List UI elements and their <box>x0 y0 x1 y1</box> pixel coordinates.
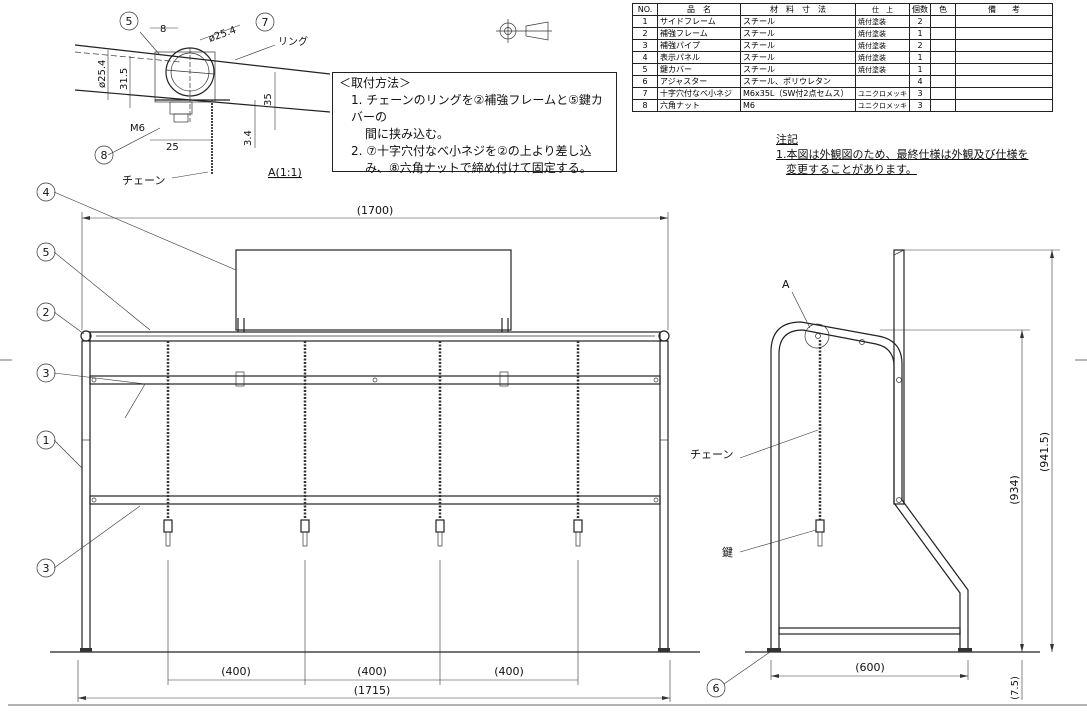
header-no: NO. <box>632 3 658 16</box>
side-chain-label: チェーン <box>690 448 733 461</box>
dim-25-4-vertical: ø25.4 <box>97 60 108 88</box>
table-row: 2 補強フレーム スチール 焼付塗装 1 <box>632 27 1053 40</box>
mounting-step-1: 1. チェーンのリングを②補強フレームと⑤鍵カバーの <box>351 93 603 124</box>
side-a-label: A <box>782 278 790 291</box>
mounting-instructions-box: ＜取付方法＞ 1. チェーンのリングを②補強フレームと⑤鍵カバーの 間に挟み込む… <box>332 72 617 175</box>
callout-8-circle <box>94 145 114 165</box>
dim-600: (600) <box>855 661 885 674</box>
upper-pipe <box>89 375 661 385</box>
detail-chain-label: チェーン <box>122 174 165 187</box>
projection-symbol-icon <box>496 19 552 43</box>
key-1 <box>163 519 173 533</box>
m6-label: M6 <box>130 123 145 134</box>
header-name: 品 名 <box>657 3 741 16</box>
callout-7: 7 <box>262 16 269 29</box>
callout-1: 1 <box>43 434 50 447</box>
right-side-frame <box>659 340 669 652</box>
dim-8: 8 <box>160 24 166 35</box>
key-3 <box>435 519 445 533</box>
header-qty: 個数 <box>909 3 931 16</box>
side-key <box>815 519 825 533</box>
dim-35: 35 <box>263 93 274 106</box>
dim-25-4-diagonal: ø25.4 <box>207 25 237 45</box>
callout-4: 4 <box>43 186 50 199</box>
detail-a: 5 7 8 8 ø25.4 リング ø25.4 31.5 35 3.4 M6 2… <box>74 11 331 187</box>
dim-400-a: (400) <box>221 665 251 678</box>
dim-31-5: 31.5 <box>119 68 130 90</box>
display-panel <box>235 249 512 331</box>
dim-934: (934) <box>1008 475 1021 505</box>
dim-400-c: (400) <box>494 665 524 678</box>
table-row: 3 補強パイプ スチール 焼付塗装 2 <box>632 39 1053 52</box>
table-row: 1 サイドフレーム スチール 焼付塗装 2 <box>632 15 1053 28</box>
left-side-frame <box>81 340 91 652</box>
top-reinforce-frame <box>89 331 661 342</box>
header-material: 材 料 寸 法 <box>740 3 856 16</box>
ring-label: リング <box>278 35 308 48</box>
parts-table-header: NO. 品 名 材 料 寸 法 仕 上 個数 色 備 考 <box>632 3 1053 16</box>
dim-7-5: (7.5) <box>1010 676 1021 700</box>
mounting-step-2: 2. ⑦十字穴付なべ小ネジを②の上より差し込 <box>351 144 592 158</box>
notes-line-1: 1.本図は外観図のため、最終仕様は外観及び仕様を <box>776 148 1029 161</box>
callout-8: 8 <box>101 149 108 162</box>
table-row: 6 アジャスター スチール、ポリウレタン 4 <box>632 75 1053 88</box>
detail-a-label: A(1:1) <box>268 166 302 179</box>
front-view: (1700) <box>36 182 700 702</box>
side-key-label: 鍵 <box>722 545 733 559</box>
header-finish: 仕 上 <box>855 3 910 16</box>
dim-941-5: (941.5) <box>1038 432 1051 472</box>
dim-400-b: (400) <box>357 665 387 678</box>
parts-table: NO. 品 名 材 料 寸 法 仕 上 個数 色 備 考 1 サイドフレーム ス… <box>632 3 1053 112</box>
header-color: 色 <box>930 3 956 16</box>
side-panel <box>893 249 905 505</box>
table-row: 4 表示パネル スチール 焼付塗装 1 <box>632 51 1053 64</box>
callout-5-circle <box>119 11 139 31</box>
table-row: 7 十字穴付なべ小ネジ M6x35L（SW付2点セムス） ユニクロメッキ 3 <box>632 87 1053 100</box>
table-row: 8 六角ナット M6 ユニクロメッキ 3 <box>632 99 1053 112</box>
detail-a-marker-circle <box>804 323 830 349</box>
notes-block: 注記 1.本図は外観図のため、最終仕様は外観及び仕様を 変更することがあります。 <box>776 132 1029 177</box>
notes-line-2: 変更することがあります。 <box>786 163 917 176</box>
bottom-pipe <box>778 627 961 635</box>
dim-3-4: 3.4 <box>243 130 254 146</box>
side-view: (600) (941.5) (934) (7.5) A チェーン 鍵 6 <box>690 249 1060 700</box>
callout-6: 6 <box>713 682 720 695</box>
table-row: 5 鍵カバー スチール 焼付塗装 1 <box>632 63 1053 76</box>
dim-1700: (1700) <box>357 204 394 217</box>
key-2 <box>300 519 310 533</box>
mounting-step-2b: み、⑧六角ナットで締め付けて固定する。 <box>365 161 592 175</box>
dim-1715: (1715) <box>354 684 391 697</box>
callout-3-upper: 3 <box>43 367 50 380</box>
key-4 <box>573 519 583 533</box>
callout-2: 2 <box>43 306 50 319</box>
mounting-step-1b: 間に挟み込む。 <box>365 127 450 141</box>
callout-7-circle <box>255 12 275 32</box>
callout-3-lower: 3 <box>43 562 50 575</box>
header-remarks: 備 考 <box>955 3 1053 16</box>
lower-pipe <box>89 495 661 505</box>
dim-25: 25 <box>166 142 179 153</box>
callout-5-front: 5 <box>43 246 50 259</box>
mounting-title: ＜取付方法＞ <box>339 76 412 90</box>
notes-title: 注記 <box>776 133 798 146</box>
callout-5: 5 <box>126 15 133 28</box>
